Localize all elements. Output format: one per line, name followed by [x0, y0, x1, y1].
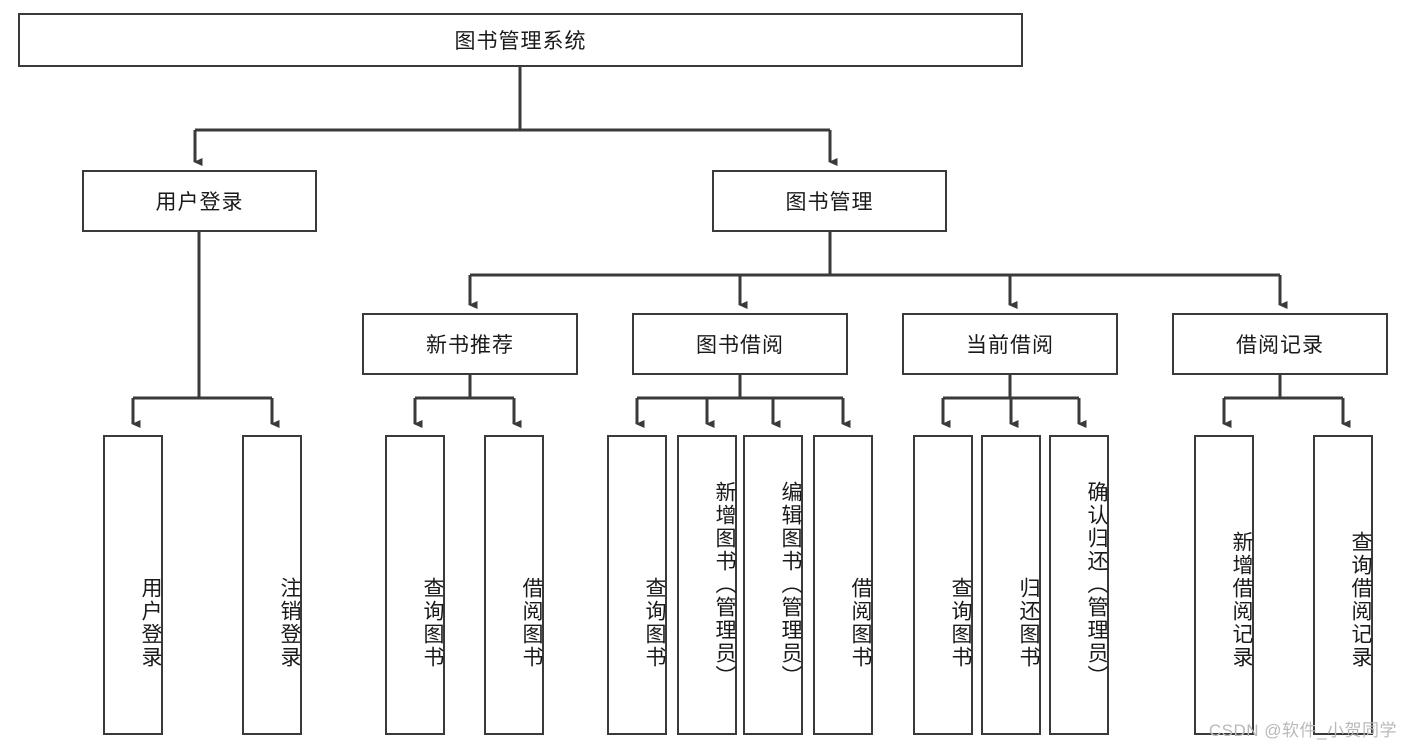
- node-book-management[interactable]: 图书管理: [712, 170, 947, 232]
- leaf-current-borrow-confirm-return-admin[interactable]: 确认归还（管理员）: [1049, 435, 1109, 735]
- node-book-borrow[interactable]: 图书借阅: [632, 313, 848, 375]
- node-user-login[interactable]: 用户登录: [82, 170, 317, 232]
- csdn-watermark: CSDN @软件_小贺同学: [1208, 721, 1397, 740]
- node-borrow-record[interactable]: 借阅记录: [1172, 313, 1388, 375]
- leaf-current-borrow-return-book[interactable]: 归还图书: [981, 435, 1041, 735]
- node-root-book-management-system[interactable]: 图书管理系统: [18, 13, 1023, 67]
- leaf-new-book-query-book[interactable]: 查询图书: [385, 435, 445, 735]
- leaf-book-borrow-add-book-admin[interactable]: 新增图书（管理员）: [677, 435, 737, 735]
- leaf-book-borrow-borrow-book[interactable]: 借阅图书: [813, 435, 873, 735]
- node-new-book-recommendation[interactable]: 新书推荐: [362, 313, 578, 375]
- leaf-current-borrow-query-book[interactable]: 查询图书: [913, 435, 973, 735]
- leaf-new-book-borrow-book[interactable]: 借阅图书: [484, 435, 544, 735]
- node-current-borrow[interactable]: 当前借阅: [902, 313, 1118, 375]
- leaf-book-borrow-query-book[interactable]: 查询图书: [607, 435, 667, 735]
- leaf-user-login-logout[interactable]: 注销登录: [242, 435, 302, 735]
- leaf-borrow-record-query-record[interactable]: 查询借阅记录: [1313, 435, 1373, 735]
- leaf-user-login-login[interactable]: 用户登录: [103, 435, 163, 735]
- leaf-book-borrow-edit-book-admin[interactable]: 编辑图书（管理员）: [743, 435, 803, 735]
- leaf-borrow-record-add-record[interactable]: 新增借阅记录: [1194, 435, 1254, 735]
